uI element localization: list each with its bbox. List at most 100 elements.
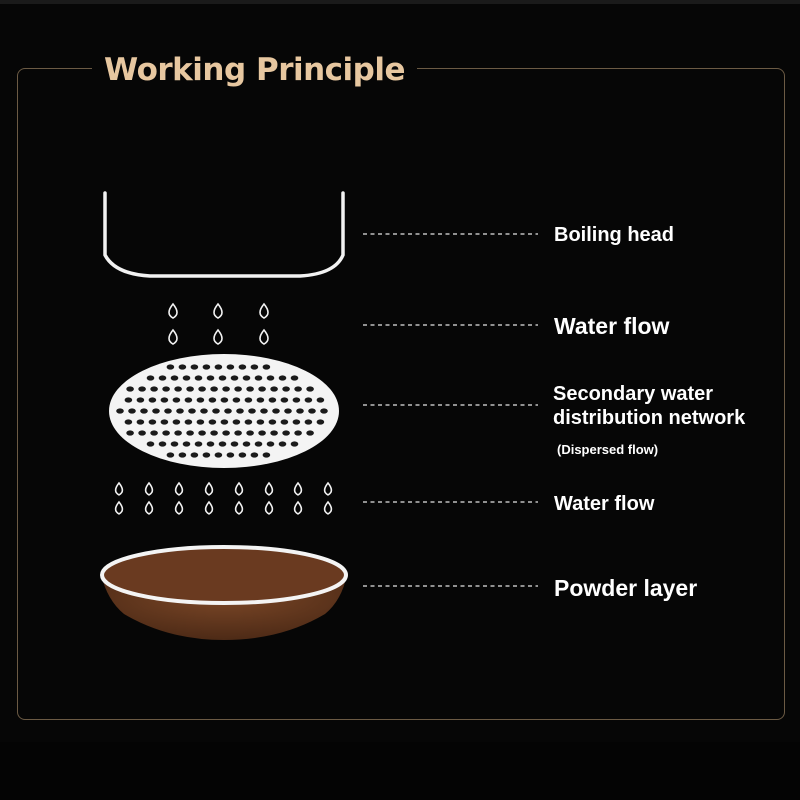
network-hole: [266, 375, 275, 381]
network-hole: [226, 452, 235, 458]
network-hole: [290, 441, 299, 447]
network-hole: [232, 419, 241, 425]
label-dispersed-flow: (Dispersed flow): [557, 442, 659, 457]
network-hole: [304, 419, 313, 425]
network-hole: [272, 408, 280, 414]
network-hole: [218, 441, 227, 447]
network-hole: [136, 419, 145, 425]
diagram-title: Working Principle: [92, 48, 418, 92]
network-hole: [174, 430, 182, 436]
network-hole: [268, 397, 277, 403]
network-hole: [166, 364, 175, 370]
network-hole: [234, 430, 242, 436]
network-hole: [158, 441, 167, 447]
network-hole: [232, 397, 241, 403]
network-hole: [242, 375, 251, 381]
water-drops-lower: [114, 481, 333, 515]
network-hole: [292, 397, 301, 403]
network-hole: [128, 408, 136, 414]
network-hole: [244, 397, 253, 403]
distribution-network-disc: [109, 354, 339, 468]
network-hole: [282, 430, 290, 436]
network-hole: [284, 408, 292, 414]
label-water-flow-upper: Water flow: [554, 313, 670, 339]
water-drop: [204, 500, 214, 515]
network-hole: [170, 441, 179, 447]
network-hole: [206, 375, 215, 381]
network-hole: [146, 375, 155, 381]
network-hole: [158, 375, 167, 381]
network-hole: [160, 419, 169, 425]
network-hole: [306, 430, 314, 436]
network-hole: [198, 386, 206, 392]
network-hole: [246, 386, 254, 392]
label-distribution-network-line1: Secondary water: [553, 383, 714, 405]
network-hole: [184, 397, 193, 403]
water-drop: [144, 481, 154, 496]
network-hole: [182, 441, 191, 447]
network-hole: [242, 441, 251, 447]
network-hole: [222, 386, 230, 392]
network-hole: [290, 375, 299, 381]
network-hole: [200, 408, 208, 414]
label-boiling-head: Boiling head: [554, 224, 674, 246]
network-hole: [250, 452, 259, 458]
network-hole: [214, 364, 223, 370]
network-hole: [224, 408, 232, 414]
water-drop: [293, 481, 303, 496]
network-hole: [256, 419, 265, 425]
leader-lines: [363, 233, 538, 587]
network-hole: [214, 452, 223, 458]
water-drop: [168, 328, 178, 345]
network-hole: [316, 397, 325, 403]
network-hole: [124, 397, 133, 403]
network-hole: [258, 386, 266, 392]
label-powder-layer: Powder layer: [554, 575, 698, 601]
water-drop: [264, 500, 274, 515]
network-hole: [278, 441, 287, 447]
network-hole: [208, 397, 217, 403]
network-hole: [172, 419, 181, 425]
network-hole: [212, 408, 220, 414]
network-hole: [202, 364, 211, 370]
network-hole: [138, 430, 146, 436]
network-hole: [222, 430, 230, 436]
network-hole: [260, 408, 268, 414]
network-hole: [172, 397, 181, 403]
network-hole: [234, 386, 242, 392]
network-hole: [250, 364, 259, 370]
network-hole: [164, 408, 172, 414]
water-drop: [114, 500, 124, 515]
network-hole: [146, 441, 155, 447]
network-hole: [194, 441, 203, 447]
network-hole: [220, 419, 229, 425]
network-hole: [278, 375, 287, 381]
network-hole: [320, 408, 328, 414]
label-water-flow-lower: Water flow: [554, 493, 655, 515]
network-hole: [248, 408, 256, 414]
water-drop: [323, 500, 333, 515]
network-hole: [188, 408, 196, 414]
water-drop: [213, 302, 223, 319]
network-hole: [196, 397, 205, 403]
water-drop: [234, 481, 244, 496]
network-hole: [256, 397, 265, 403]
network-hole: [140, 408, 148, 414]
water-drop: [293, 500, 303, 515]
network-hole: [270, 386, 278, 392]
network-hole: [126, 430, 134, 436]
network-hole: [136, 397, 145, 403]
powder-bowl-rim: [100, 545, 348, 605]
network-hole: [238, 364, 247, 370]
network-hole: [270, 430, 278, 436]
network-hole: [148, 397, 157, 403]
network-hole: [280, 397, 289, 403]
network-hole: [152, 408, 160, 414]
network-hole: [116, 408, 124, 414]
network-hole: [254, 441, 263, 447]
network-hole: [138, 386, 146, 392]
bottom-band: [0, 742, 800, 800]
network-hole: [208, 419, 217, 425]
network-hole: [160, 397, 169, 403]
